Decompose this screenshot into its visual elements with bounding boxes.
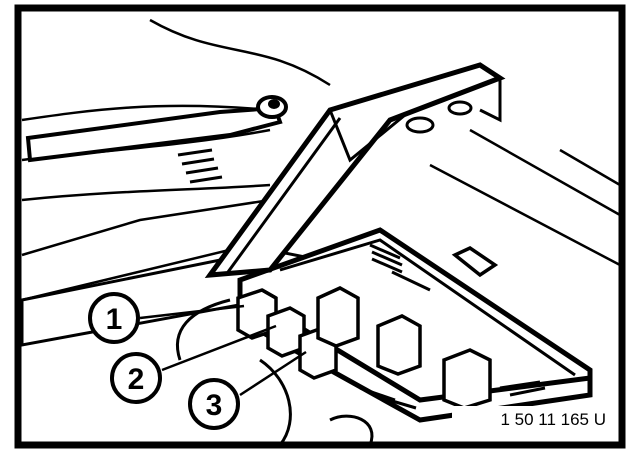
reference-code-backdrop: [452, 406, 612, 430]
reference-code: 1 50 11 165 U: [500, 410, 606, 429]
technician-hand: [175, 298, 374, 446]
relay-blocks: [236, 245, 499, 410]
callout-leaders: [139, 304, 307, 397]
callout-3: 3: [188, 378, 240, 430]
background-linework: [21, 18, 621, 302]
callout-2-label: 2: [128, 363, 145, 396]
wiper-arm: [25, 95, 288, 163]
callout-3-label: 3: [206, 389, 223, 422]
relay-box-lid: [204, 62, 506, 278]
callout-1-label: 1: [106, 303, 123, 336]
connector-teeth: [359, 243, 546, 410]
vent-slots: [177, 148, 223, 184]
callout-1: 1: [88, 292, 140, 344]
callout-2: 2: [110, 352, 162, 404]
